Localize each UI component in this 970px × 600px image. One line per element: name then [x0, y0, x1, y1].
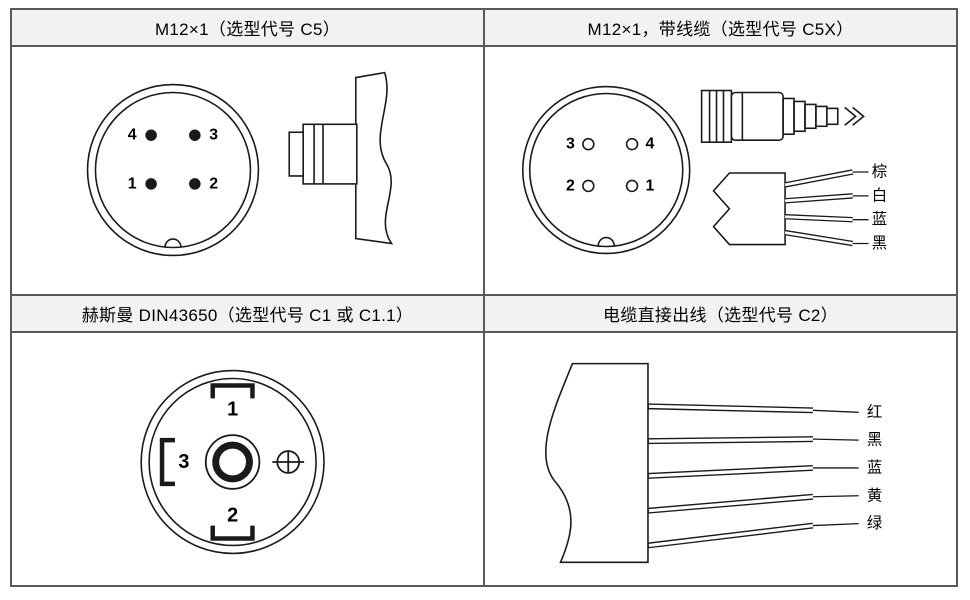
header-c5: M12×1（选型代号 C5）: [12, 10, 483, 45]
c5-pin-label-4: 4: [128, 127, 137, 144]
c5x-pin4-socket: [625, 137, 639, 151]
header-c1-label: 赫斯曼 DIN43650（选型代号 C1 或 C1.1）: [81, 306, 414, 325]
c5x-wire-label-black: 黑: [872, 235, 887, 252]
c5-connector-barrel: [302, 123, 358, 185]
c5x-cable-plug: [700, 89, 865, 143]
c1-terminal-label-1: 1: [227, 398, 238, 420]
c1-face-view: [140, 369, 325, 555]
c5x-strain-relief-ridge: [782, 97, 795, 136]
c5-pin3-dot: [189, 129, 201, 141]
header-c1: 赫斯曼 DIN43650（选型代号 C1 或 C1.1）: [12, 296, 483, 331]
header-c5x-label: M12×1，带线缆（选型代号 C5X）: [587, 20, 854, 39]
c5x-cable-break-icon: [844, 106, 865, 126]
c5x-wire-ends: [852, 171, 869, 245]
c5-side-view: [288, 71, 394, 245]
c5x-wire-color-labels: 棕 白 蓝 黑: [872, 162, 887, 252]
cell-c2-drawing: 红 黑 蓝 黄 绿: [485, 333, 956, 585]
c2-housing-profile: [545, 362, 649, 564]
c5-pin-labels: 4 3 1 2: [128, 127, 218, 193]
c5-keyway-notch-icon: [164, 238, 182, 248]
c1-connector-diagram: 1 3 2: [140, 369, 325, 555]
c5x-plug-body: [730, 91, 784, 141]
c5-inner-ring: [94, 91, 252, 249]
header-c5x: M12×1，带线缆（选型代号 C5X）: [485, 10, 956, 45]
c5x-pin-label-1: 1: [646, 177, 655, 194]
c1-terminal-label-3: 3: [178, 451, 189, 473]
c1-terminal3-bracket: [159, 437, 175, 487]
c5x-breakout-block: [712, 172, 786, 246]
header-c2: 电缆直接出线（选型代号 C2）: [485, 296, 956, 331]
header-c2-label: 电缆直接出线（选型代号 C2）: [603, 306, 838, 325]
c1-terminal2-bracket: [210, 525, 255, 541]
c5x-cable-breakout: [712, 172, 786, 246]
c5x-connector-diagram: 3 4 2 1 棕 白 蓝 黑: [521, 85, 887, 255]
cell-c5x-drawing: 3 4 2 1 棕 白 蓝 黑: [485, 47, 956, 294]
c5x-pin3-socket: [582, 137, 595, 151]
c5-pin-label-2: 2: [209, 175, 218, 192]
c1-terminal-labels: 1 3 2: [178, 398, 238, 526]
c1-inner-ring: [148, 377, 317, 547]
c5-outer-ring: [86, 83, 260, 257]
cell-c1-drawing: 1 3 2: [12, 333, 483, 585]
c2-wire-cores: [648, 404, 814, 548]
c1-terminal-label-2: 2: [227, 505, 238, 527]
c5x-wire-label-brown: 棕: [872, 162, 887, 180]
c2-wire-color-labels: 红 黑 蓝 黄 绿: [867, 403, 882, 532]
c2-cable-diagram: 红 黑 蓝 黄 绿: [545, 362, 882, 564]
c2-wire-label-red: 红: [867, 403, 882, 421]
c5x-inner-ring: [528, 92, 684, 248]
c5x-pin-label-2: 2: [566, 177, 575, 194]
c5x-pin2-socket: [582, 179, 595, 193]
c5-face-view: [86, 83, 260, 257]
c5x-strain-relief-ridge: [793, 100, 806, 133]
c5x-pin-label-3: 3: [566, 136, 575, 153]
c5x-wire-label-white: 白: [872, 186, 887, 204]
c5x-outer-ring: [521, 85, 691, 255]
header-c5-label: M12×1（选型代号 C5）: [154, 20, 341, 39]
c5-connector-diagram: 4 3 1 2: [86, 71, 394, 257]
c5x-strain-relief-ridge: [804, 103, 817, 130]
cell-c5-drawing: 4 3 1 2: [12, 47, 483, 294]
c2-wire-label-green: 绿: [867, 514, 882, 532]
c2-wire-label-blue: 蓝: [867, 458, 882, 476]
c5-connector-tip: [288, 131, 304, 177]
c2-wire-label-yellow: 黄: [867, 486, 882, 504]
connector-options-table: M12×1（选型代号 C5） M12×1，带线缆（选型代号 C5X）: [10, 8, 958, 587]
c1-center-ring: [204, 434, 261, 490]
c5-pin4-dot: [145, 129, 157, 141]
c5-housing-profile: [355, 71, 394, 245]
c5-pin1-dot: [145, 178, 157, 190]
c5x-pin-label-4: 4: [646, 136, 655, 153]
c5x-wire-cores: [784, 170, 853, 245]
c1-center-screw: [212, 441, 253, 483]
c5x-strain-relief-ridge: [815, 105, 828, 128]
c2-wire-ends: [812, 409, 859, 527]
c5x-strain-relief-ridge: [826, 107, 839, 126]
c5x-pin-labels: 3 4 2 1: [566, 136, 654, 195]
c5x-wire-label-blue: 蓝: [872, 210, 887, 228]
c1-outer-ring: [140, 369, 325, 555]
protective-earth-icon: [272, 450, 305, 474]
c1-terminal1-bracket: [210, 383, 255, 399]
c5-pin-label-1: 1: [128, 175, 137, 192]
c5x-face-view: [521, 85, 691, 255]
c2-wire-label-black: 黑: [867, 432, 882, 449]
c5x-pin1-socket: [625, 179, 639, 193]
c5-pin2-dot: [189, 178, 201, 190]
c5x-keyway-notch-icon: [597, 236, 615, 246]
c5-pin-label-3: 3: [209, 127, 218, 144]
